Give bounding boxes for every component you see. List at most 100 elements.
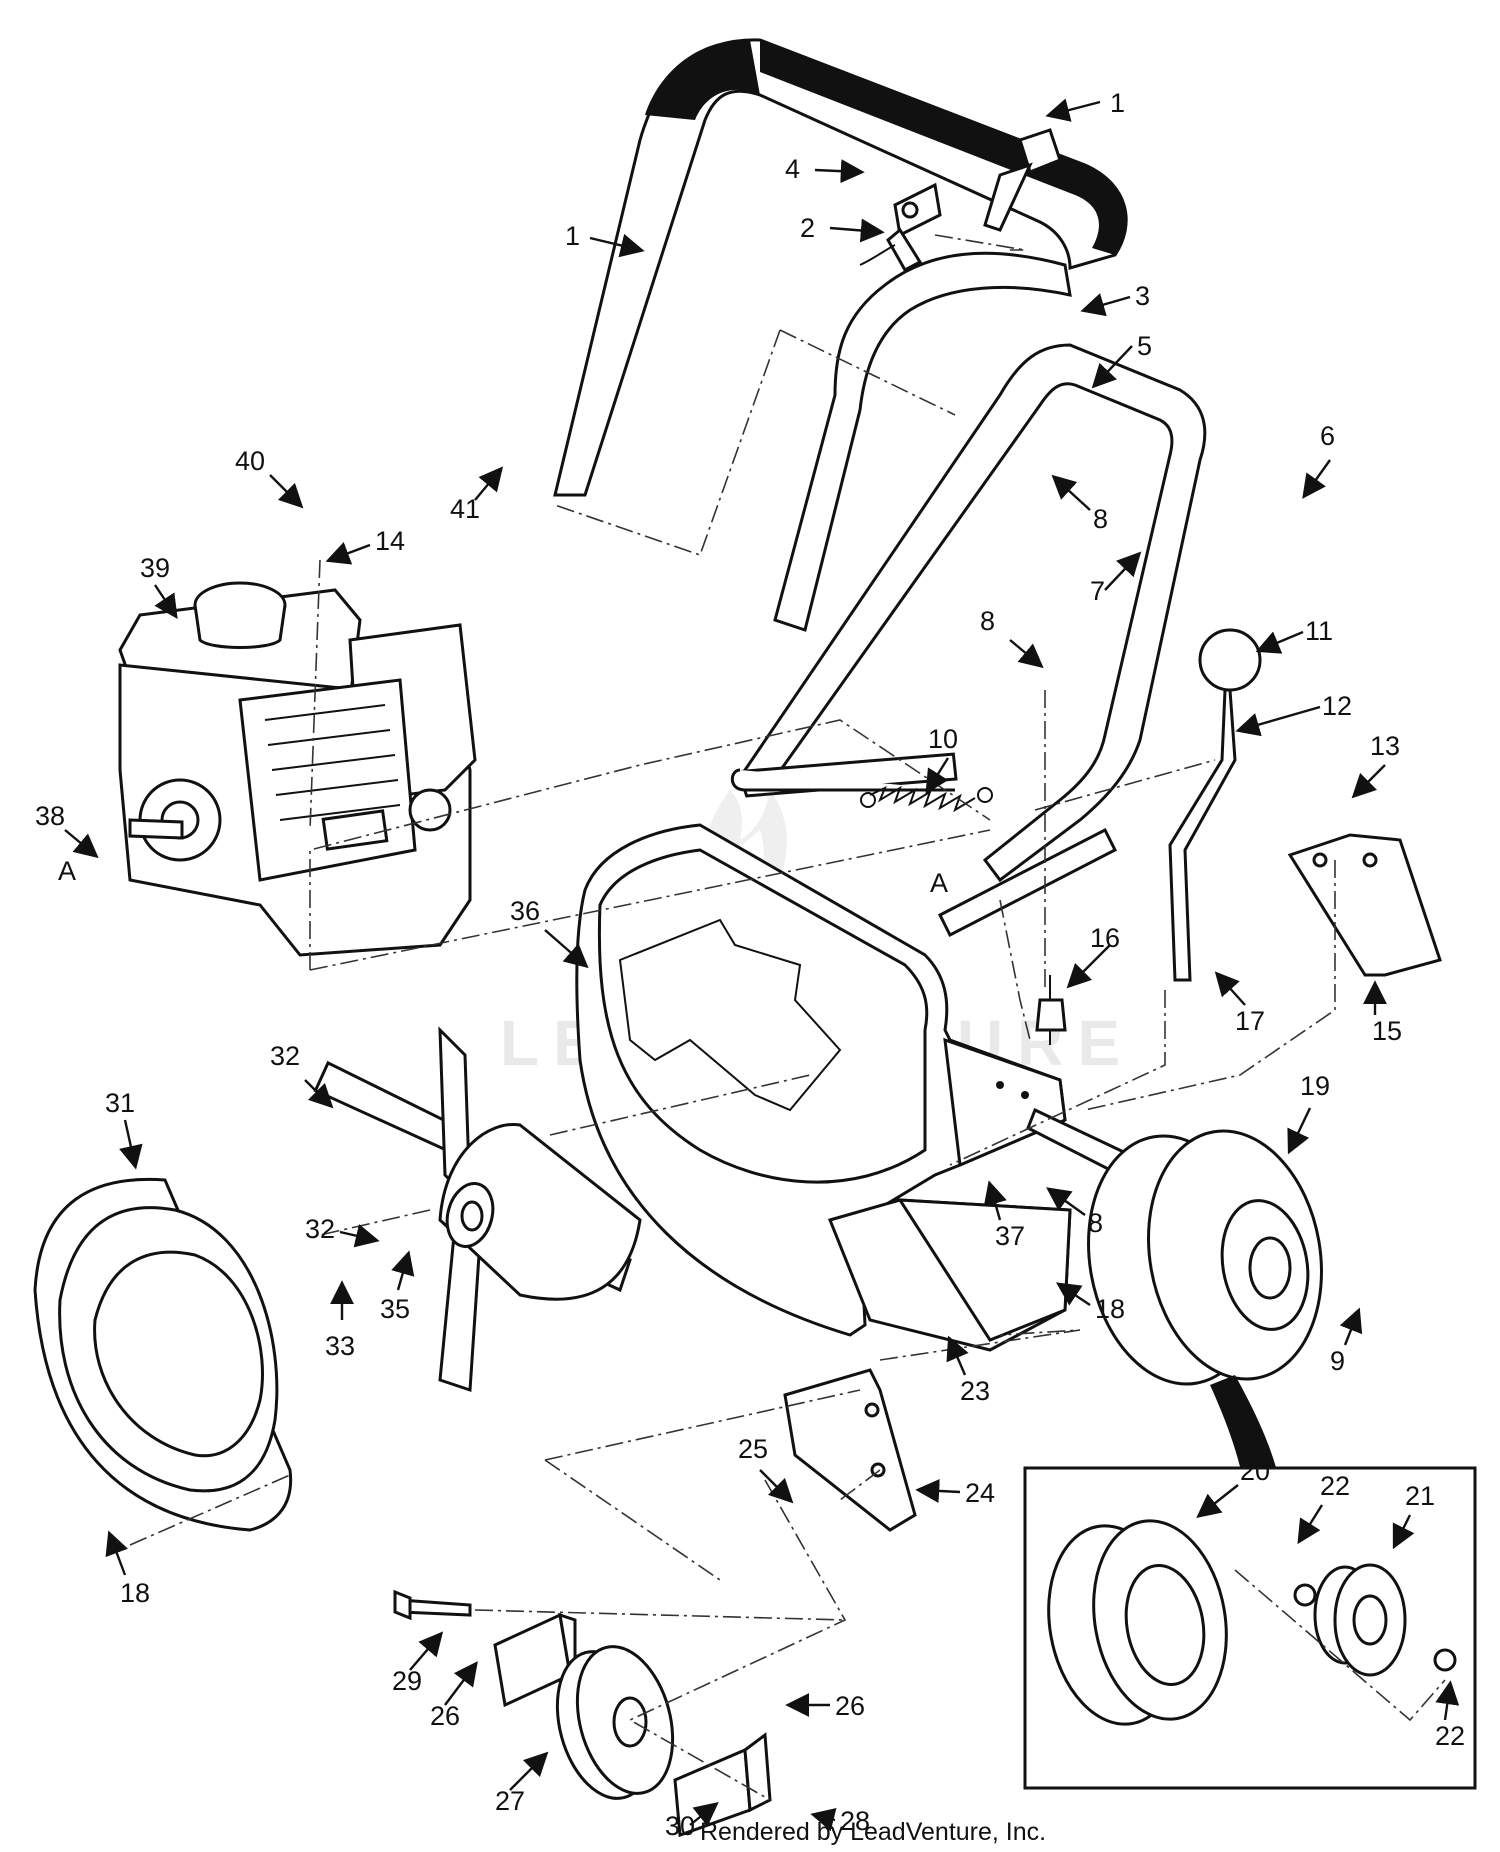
callout-arrow: [1080, 293, 1131, 317]
callout-bolt-impeller: 33: [325, 1280, 355, 1361]
callout-washer-engine: 14: [325, 526, 405, 565]
callout-screw-deflector: 13: [1351, 731, 1400, 799]
callout-nut-caster-b: 30: [665, 1802, 719, 1841]
callout-arrow: [1351, 764, 1386, 799]
callout-lock-washer: 35: [380, 1250, 415, 1324]
callout-bolt-engine: 40: [235, 446, 304, 509]
section-marker-engine: A: [58, 856, 76, 886]
callout-arrow: [814, 159, 865, 184]
callout-arrow: [1302, 459, 1331, 499]
callout-spring: 10: [925, 724, 958, 795]
callout-arrow: [1339, 1307, 1363, 1346]
callout-arrow: [1009, 639, 1044, 669]
part-number-label: 32: [270, 1041, 300, 1071]
callout-arrow: [409, 1631, 444, 1671]
part-number-label: 22: [1435, 1721, 1465, 1751]
callout-nut-housing: 37: [983, 1180, 1025, 1251]
callout-nut-caster-a: 28: [810, 1806, 870, 1836]
caster-assembly: [393, 1589, 772, 1838]
part-number-label: 22: [1320, 1471, 1350, 1501]
callout-arrow: [810, 1808, 837, 1832]
callout-arrow: [544, 929, 589, 969]
callout-arrow: [759, 1469, 794, 1504]
callout-arrow: [391, 1250, 415, 1291]
callout-arrow: [589, 233, 645, 258]
part-number-label: 26: [835, 1691, 865, 1721]
impeller: [313, 1026, 642, 1393]
part-number-label: 41: [450, 494, 480, 524]
callout-caster-bracket-b: 26: [785, 1691, 865, 1721]
part-number-label: 4: [785, 154, 800, 184]
part-number-label: 3: [1135, 281, 1150, 311]
deflector: [1287, 833, 1442, 977]
callout-caster-wheel: 27: [495, 1751, 549, 1816]
callout-skirt-plate: 24: [915, 1478, 995, 1508]
callout-rod-link: 6: [1302, 421, 1335, 499]
callout-throttle-control: 2: [800, 213, 885, 243]
callout-arrow: [915, 1478, 961, 1503]
part-number-label: 7: [1090, 576, 1105, 606]
part-number-label: 8: [1088, 1208, 1103, 1238]
part-number-label: 13: [1370, 731, 1400, 761]
part-number-label: 1: [1110, 88, 1125, 118]
callout-arrow: [304, 1079, 334, 1109]
part-number-label: 32: [305, 1214, 335, 1244]
part-number-label: 30: [665, 1811, 695, 1841]
callout-impeller: 32: [270, 1041, 334, 1109]
lever-rod: [1168, 628, 1262, 982]
part-number-label: 26: [430, 1701, 460, 1731]
throttle-control: [859, 128, 1062, 273]
callout-deflector: 15: [1363, 980, 1402, 1046]
callout-arrow: [1051, 474, 1091, 511]
blower-housing: [575, 823, 1072, 1352]
callout-hub: 21: [1392, 1481, 1435, 1550]
part-number-label: 28: [840, 1806, 870, 1836]
callout-arrow: [1392, 1514, 1415, 1550]
wheel-inset: [1023, 1466, 1477, 1790]
callout-engine: 39: [140, 553, 178, 619]
housing-cover: [33, 1177, 293, 1532]
part-number-label: 24: [965, 1478, 995, 1508]
callout-arrow: [925, 757, 950, 795]
part-number-label: 23: [960, 1376, 990, 1406]
callout-bolt-caster: 29: [392, 1631, 444, 1696]
part-number-label: 33: [325, 1331, 355, 1361]
callout-washer-impeller: 32: [305, 1214, 380, 1248]
callout-arrow: [269, 474, 304, 509]
part-number-label: 8: [980, 606, 995, 636]
callout-knob: 11: [1255, 616, 1333, 654]
part-number-label: 18: [1095, 1294, 1125, 1324]
callout-arrow: [444, 1661, 478, 1706]
callout-nut-throttle: 4: [785, 154, 865, 184]
part-number-label: 10: [928, 724, 958, 754]
part-number-label: 36: [510, 896, 540, 926]
credit-text: Rendered by LeadVenture, Inc.: [700, 1818, 1046, 1846]
part-number-label: 27: [495, 1786, 525, 1816]
part-number-label: 38: [35, 801, 65, 831]
callout-key: 38: [35, 801, 99, 859]
callout-bearing-b: 22: [1435, 1680, 1465, 1751]
callout-nut-frame: 8: [980, 606, 1044, 669]
callout-nut-axle: 8: [1046, 1187, 1103, 1238]
callout-arrow: [1056, 1282, 1091, 1306]
callout-isolator: 16: [1066, 923, 1120, 989]
handle-upper: [553, 38, 1128, 632]
callout-housing-cover: 31: [105, 1088, 143, 1170]
part-number-label: 29: [392, 1666, 422, 1696]
callout-arrow: [64, 829, 99, 859]
part-number-label: 40: [235, 446, 265, 476]
part-number-label: 11: [1305, 616, 1333, 646]
section-marker-housing: A: [930, 868, 948, 898]
callout-nut-cover: 18: [105, 1530, 150, 1608]
callout-arrow: [509, 1751, 549, 1791]
part-number-label: 25: [738, 1434, 768, 1464]
callout-bearing-a: 22: [1297, 1471, 1350, 1545]
callout-arrow: [689, 1802, 719, 1827]
part-number-label: 17: [1235, 1006, 1265, 1036]
callout-bolt-handle: 3: [1080, 281, 1150, 317]
callout-arrow: [1255, 630, 1304, 654]
callout-arrow: [1214, 971, 1246, 1006]
callout-arrow: [474, 466, 504, 501]
